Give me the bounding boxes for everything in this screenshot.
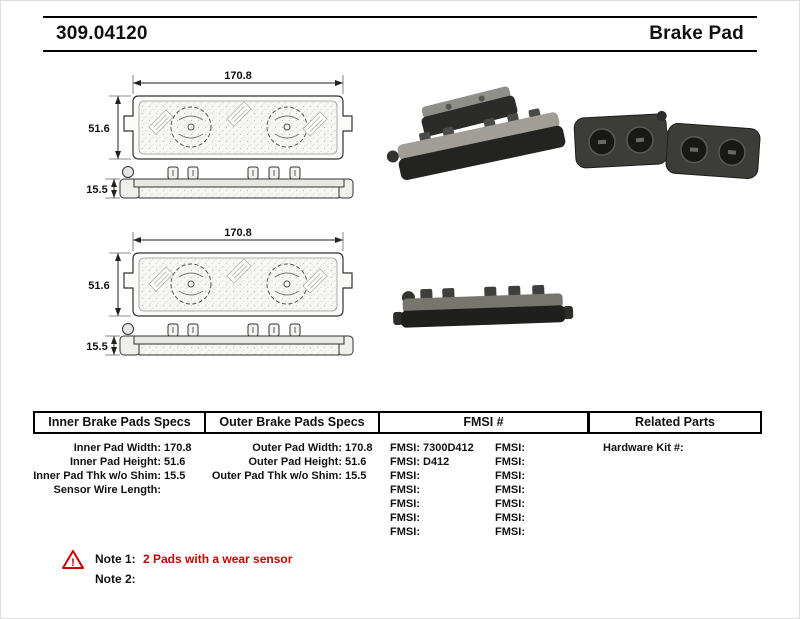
spec-row: Inner Pad Thk w/o Shim:15.5: [33, 470, 186, 482]
fmsi-subcolumn-2: FMSI: FMSI: FMSI: FMSI: FMSI: FMSI: FMSI…: [487, 441, 592, 539]
fmsi-row: FMSI:: [495, 526, 525, 538]
inner-specs-column: Inner Pad Width:170.8 Inner Pad Height:5…: [33, 441, 206, 539]
product-photos-top: [386, 86, 761, 180]
specs-table-headers: Inner Brake Pads Specs Outer Brake Pads …: [33, 411, 768, 434]
part-number: 309.04120: [56, 23, 148, 44]
fmsi-row: FMSI:: [495, 470, 525, 482]
spec-row: Inner Pad Height:51.6: [69, 456, 186, 468]
note-1: ! Note 1: 2 Pads with a wear sensor: [61, 549, 292, 569]
fmsi-row: FMSI:7300D412: [390, 442, 474, 454]
dim-thickness-label: 15.5: [86, 184, 107, 196]
spec-row: Outer Pad Width:170.8: [252, 442, 373, 454]
fmsi-row: FMSI:: [390, 484, 420, 496]
abutment-clip-drawing: [167, 166, 179, 180]
warning-triangle-icon: !: [61, 549, 95, 570]
related-parts-header: Related Parts: [588, 411, 762, 434]
inner-specs-header: Inner Brake Pads Specs: [33, 411, 206, 434]
fmsi-subcolumn-1: FMSI:7300D412 FMSI:D412 FMSI: FMSI: FMSI…: [382, 441, 487, 539]
spring-clip-mark: [170, 106, 212, 148]
fmsi-row: FMSI:: [390, 470, 420, 482]
spec-row: Inner Pad Width:170.8: [73, 442, 192, 454]
note-2: Note 2:: [61, 569, 292, 589]
fmsi-row: FMSI:: [495, 512, 525, 524]
fmsi-row: FMSI:: [390, 512, 420, 524]
outer-specs-column: Outer Pad Width:170.8 Outer Pad Height:5…: [206, 441, 382, 539]
page-title: Brake Pad: [649, 23, 744, 44]
note2-label: Note 2:: [95, 572, 136, 586]
note1-label: Note 1:: [95, 552, 136, 566]
fmsi-row: FMSI:: [495, 456, 525, 468]
abutment-clip-drawing: [187, 166, 199, 180]
spec-row: Outer Pad Height:51.6: [248, 456, 367, 468]
related-parts-column: Hardware Kit #:: [593, 441, 767, 539]
header: 309.04120 Brake Pad: [43, 16, 757, 52]
drawing-area: 170.8 51.6: [1, 56, 799, 408]
pad-photo: [386, 108, 566, 180]
backing-plate-profile: [133, 178, 345, 188]
product-photo-side: [393, 284, 574, 328]
svg-text:!: !: [71, 557, 75, 569]
spec-row: Sensor Wire Length:: [53, 484, 161, 496]
fmsi-row: FMSI:: [495, 484, 525, 496]
fmsi-column: FMSI:7300D412 FMSI:D412 FMSI: FMSI: FMSI…: [382, 441, 593, 539]
spec-row: Outer Pad Thk w/o Shim:15.5: [211, 470, 367, 482]
backplate-photo: [573, 110, 678, 169]
wear-sensor-drawing: [122, 166, 134, 178]
fmsi-header: FMSI #: [378, 411, 589, 434]
dim-width-label: 170.8: [224, 70, 252, 82]
outer-specs-header: Outer Brake Pads Specs: [204, 411, 380, 434]
dim-height-label: 51.6: [88, 123, 109, 135]
fmsi-row: FMSI:: [495, 442, 525, 454]
fmsi-row: FMSI:: [495, 498, 525, 510]
specs-table: Inner Brake Pads Specs Outer Brake Pads …: [33, 411, 768, 539]
note1-text: 2 Pads with a wear sensor: [143, 552, 293, 566]
fmsi-row: FMSI:: [390, 498, 420, 510]
related-part-row: Hardware Kit #:: [603, 442, 684, 454]
pad-photo: [421, 86, 518, 137]
fmsi-row: FMSI:D412: [390, 456, 450, 468]
abutment-clip-drawing: [268, 166, 280, 180]
fmsi-row: FMSI:: [390, 526, 420, 538]
pad-drawing-set-2: [86, 227, 353, 355]
pad-drawing-set: 170.8 51.6: [86, 70, 354, 199]
abutment-clip-drawing: [247, 166, 259, 180]
friction-material-profile: [138, 186, 340, 199]
backplate-photo: [665, 123, 761, 179]
notes-section: ! Note 1: 2 Pads with a wear sensor Note…: [61, 549, 292, 589]
abutment-clip-drawing: [289, 166, 301, 180]
technical-drawings: 170.8 51.6: [1, 70, 761, 408]
